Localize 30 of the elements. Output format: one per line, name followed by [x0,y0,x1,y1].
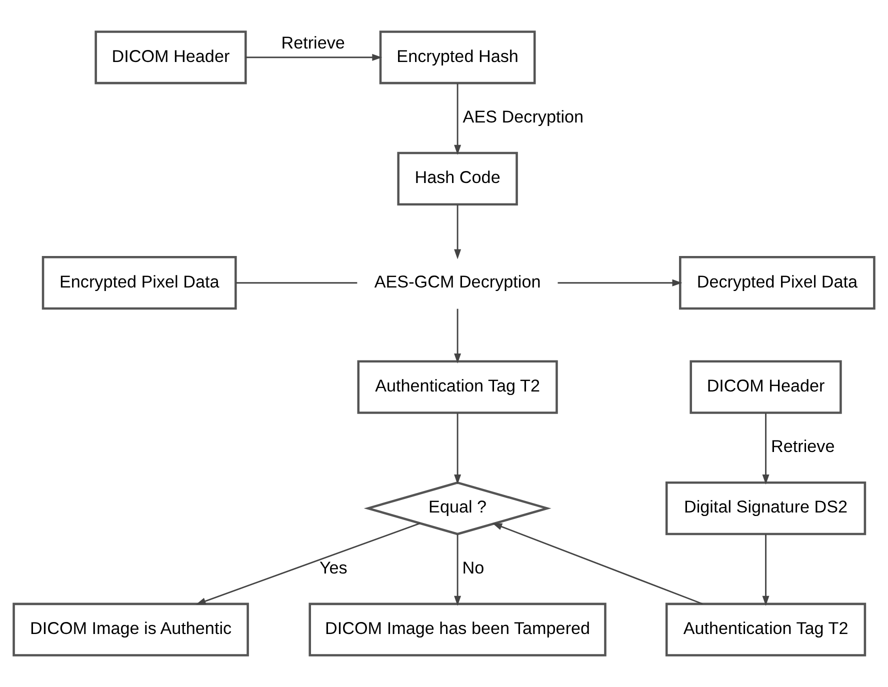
arrow [762,413,770,485]
arrow [558,279,682,286]
node-box: DICOM Image is Authentic [12,602,249,656]
node-box: Digital Signature DS2 [665,481,866,536]
arrow [454,308,462,364]
arrow [246,54,382,61]
edge-label: Retrieve [281,33,345,52]
node-box: Encrypted Pixel Data [42,256,237,310]
node-box: DICOM Header [94,30,247,84]
arrow [454,83,462,155]
node-box: Hash Code [397,152,518,206]
edge-label: No [462,558,484,578]
arrow [492,523,703,605]
node-box: Authentication Tag T2 [665,602,866,656]
connector [236,282,358,284]
node-box: Encrypted Hash [379,30,536,84]
edge-label: Retrieve [771,437,835,456]
node-box: DICOM Image has been Tampered [308,602,606,656]
arrow [454,534,462,606]
arrow [196,522,420,605]
node-box: Decrypted Pixel Data [679,256,876,310]
edge-label: Yes [319,558,348,578]
node-box: Authentication Tag T2 [357,360,558,414]
arrow [454,413,462,485]
node-box: DICOM Header [690,360,842,414]
edge-label: AES Decryption [462,107,584,126]
node-diamond: Equal ? [364,481,552,536]
arrow [762,534,770,606]
arrow [454,204,462,260]
node-text: AES-GCM Decryption [374,272,541,292]
